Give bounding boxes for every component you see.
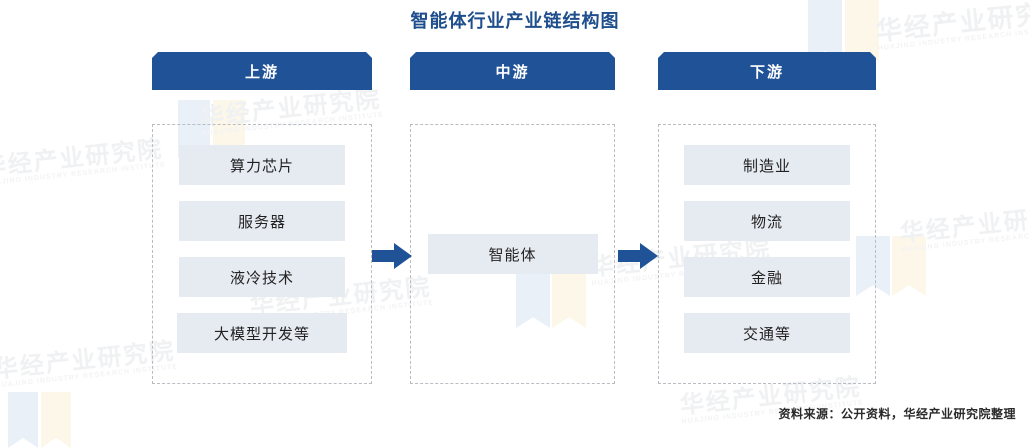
right-arrow-icon: [618, 243, 658, 269]
node-midstream-0[interactable]: 智能体: [427, 234, 598, 274]
watermark-left: 华经产业研究院 HUAJING INDUSTRY RESEARCH INSTIT…: [0, 135, 167, 189]
ribbon-cream-bottom-left: [41, 392, 71, 448]
column-panel-upstream: 算力芯片 服务器 液冷技术 大模型开发等: [152, 124, 372, 384]
ribbon-blue-bottom-left: [8, 392, 38, 448]
watermark-right: 华经产业研究院 HUAJING INDUSTRY RESEARCH INSTIT…: [898, 201, 1030, 255]
node-upstream-3[interactable]: 大模型开发等: [177, 313, 347, 353]
ribbon-cream-bottom-right: [892, 236, 926, 296]
arrow-upstream-to-midstream: [372, 243, 412, 269]
column-downstream: 下游 制造业 物流 金融 交通等: [658, 52, 876, 384]
column-header-midstream: 中游: [410, 52, 615, 90]
column-midstream: 中游 智能体: [410, 52, 615, 384]
node-downstream-1[interactable]: 物流: [684, 201, 850, 241]
source-note: 资料来源：公开资料，华经产业研究院整理: [778, 407, 1016, 421]
node-downstream-3[interactable]: 交通等: [684, 313, 850, 353]
watermark-en-text: HUAJING INDUSTRY RESEARCH INSTITUTE: [0, 161, 167, 188]
node-upstream-2[interactable]: 液冷技术: [179, 257, 345, 297]
column-panel-midstream: 智能体: [410, 124, 615, 384]
column-header-downstream: 下游: [658, 52, 876, 90]
watermark-cn-text: 华经产业研究院: [0, 337, 177, 384]
right-arrow-icon: [372, 243, 412, 269]
column-header-upstream: 上游: [152, 52, 372, 90]
node-downstream-2[interactable]: 金融: [684, 257, 850, 297]
watermark-cn-text: 华经产业研究院: [898, 201, 1030, 248]
node-downstream-0[interactable]: 制造业: [684, 145, 850, 185]
watermark-en-text: HUAJING INDUSTRY RESEARCH INSTITUTE: [901, 228, 1030, 254]
watermark-cn-text: 华经产业研究院: [0, 135, 165, 182]
column-panel-downstream: 制造业 物流 金融 交通等: [658, 124, 876, 384]
node-upstream-1[interactable]: 服务器: [179, 201, 345, 241]
node-upstream-0[interactable]: 算力芯片: [179, 145, 345, 185]
column-upstream: 上游 算力芯片 服务器 液冷技术 大模型开发等: [152, 52, 372, 384]
page-title: 智能体行业产业链结构图: [410, 11, 620, 31]
arrow-midstream-to-downstream: [618, 243, 658, 269]
